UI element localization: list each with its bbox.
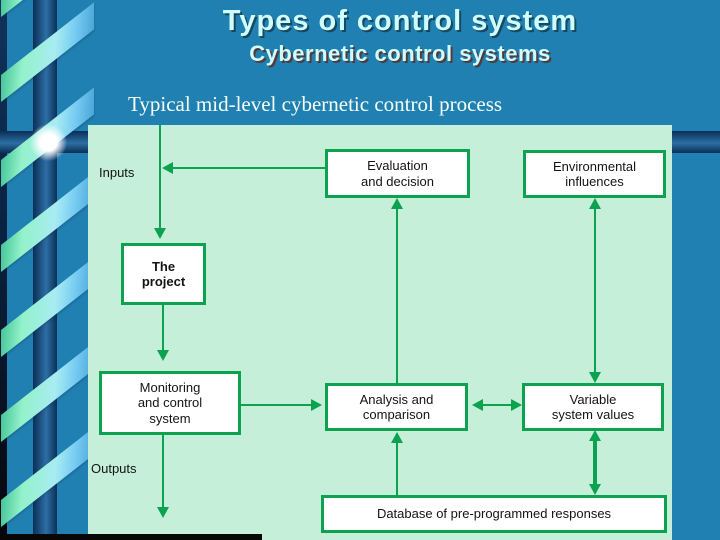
slide-bottom-edge bbox=[0, 534, 262, 540]
arrowhead-right-to-variable bbox=[511, 399, 522, 411]
arrow-analysis-variable bbox=[483, 404, 511, 406]
arrowhead-left-to-analysis bbox=[472, 399, 483, 411]
label-inputs: Inputs bbox=[99, 165, 135, 180]
slide-subtitle: Cybernetic control systems bbox=[249, 40, 551, 66]
arrowhead-right-to-analysis bbox=[311, 399, 322, 411]
box-analysis-and-comparison: Analysis and comparison bbox=[325, 383, 468, 431]
arrowhead-left-at-inputs bbox=[162, 162, 173, 174]
arrowhead-down-to-project bbox=[154, 228, 166, 239]
label-outputs: Outputs bbox=[91, 461, 137, 476]
slide-title: Types of control system bbox=[222, 5, 578, 37]
arrowhead-down-to-variable bbox=[589, 372, 601, 383]
arrowhead-up-to-evaluation bbox=[391, 198, 403, 209]
box-monitoring-and-control-system: Monitoring and control system bbox=[99, 371, 241, 435]
arrow-evaluation-to-inputs bbox=[173, 167, 325, 169]
arrow-monitoring-to-analysis bbox=[241, 404, 311, 406]
arrowhead-down-to-monitoring bbox=[157, 350, 169, 361]
arrow-environmental-variable bbox=[594, 209, 596, 372]
arrowhead-up-to-environmental bbox=[589, 198, 601, 209]
arrowhead-down-to-database bbox=[589, 484, 601, 495]
vertical-pipe-decoration bbox=[33, 0, 57, 540]
arrow-analysis-to-evaluation bbox=[396, 209, 398, 383]
box-environmental-influences: Environmental influences bbox=[523, 150, 666, 198]
header: Types of control system Cybernetic contr… bbox=[80, 5, 720, 66]
box-the-project: The project bbox=[121, 243, 206, 305]
arrow-inputs-line bbox=[159, 125, 161, 228]
box-database-of-responses: Database of pre-programmed responses bbox=[321, 495, 667, 533]
arrow-monitoring-to-outputs bbox=[162, 435, 164, 507]
glow-sphere-decoration bbox=[30, 124, 67, 161]
box-variable-system-values: Variable system values bbox=[522, 383, 664, 431]
arrowhead-up-to-analysis bbox=[391, 432, 403, 443]
arrowhead-down-outputs bbox=[157, 507, 169, 518]
arrow-database-to-analysis bbox=[396, 443, 398, 495]
box-evaluation-and-decision: Evaluation and decision bbox=[325, 149, 470, 198]
diagram-caption: Typical mid-level cybernetic control pro… bbox=[128, 92, 503, 116]
arrowhead-up-to-variable bbox=[589, 430, 601, 441]
arrow-project-to-monitoring bbox=[162, 305, 164, 350]
arrow-variable-database bbox=[593, 441, 597, 485]
